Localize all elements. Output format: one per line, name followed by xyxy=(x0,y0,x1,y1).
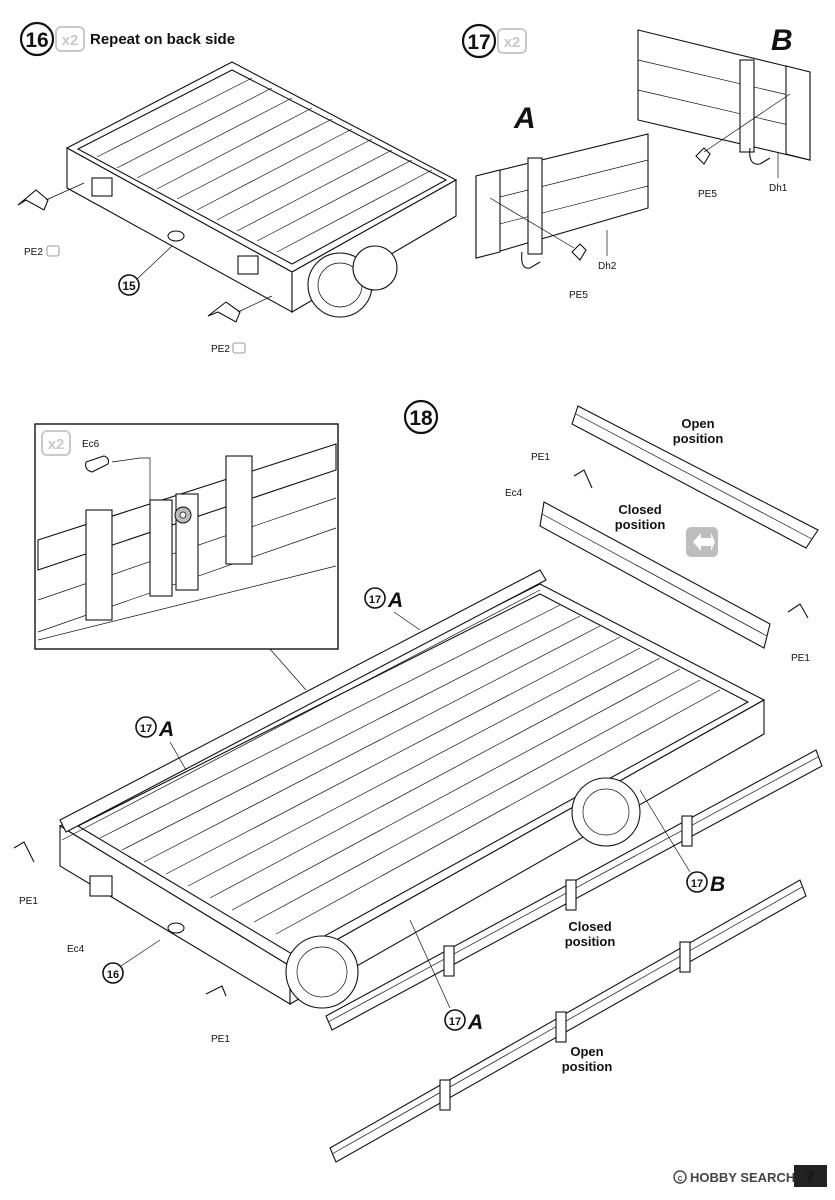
pe2-label-bottom: PE2 xyxy=(211,344,230,355)
end-board-open xyxy=(571,405,819,549)
pe2-part-top xyxy=(17,182,85,211)
pe2-part-bottom xyxy=(207,295,273,323)
step-17-qty: x2 xyxy=(504,34,521,51)
svg-text:17: 17 xyxy=(369,594,381,606)
step-18-qty: x2 xyxy=(48,436,65,453)
flatcar-main-drawing xyxy=(58,569,766,1009)
open-note-bottom-2: position xyxy=(562,1059,613,1074)
svg-text:A: A xyxy=(158,718,174,741)
pe1-label-right: PE1 xyxy=(791,653,810,664)
ec6-pin xyxy=(85,455,110,473)
dh1-label: Dh1 xyxy=(769,183,788,194)
step-17-qty-box xyxy=(497,28,527,54)
front-side-board-open xyxy=(329,879,807,1163)
pe5-part-a xyxy=(571,243,587,261)
step-17-badge xyxy=(461,23,497,59)
closed-note-bottom-1: Closed xyxy=(568,919,611,934)
hinge-plate-1 xyxy=(149,499,173,597)
end-board-closed xyxy=(539,501,771,649)
pe5-label-b: PE5 xyxy=(698,189,717,200)
footer: c HOBBY SEARCH 7 xyxy=(673,1165,827,1187)
wagon-underframe-drawing xyxy=(65,61,458,318)
open-note-bottom-1: Open xyxy=(570,1044,603,1059)
side-board-a xyxy=(475,133,649,269)
pe1-part-right xyxy=(787,603,809,619)
step-16: 16 x2 Repeat on back side xyxy=(17,21,458,355)
svg-text:16: 16 xyxy=(107,969,119,981)
open-note-top-2: position xyxy=(673,431,724,446)
pe1-label-bottom: PE1 xyxy=(211,1034,230,1045)
stanchion-1 xyxy=(85,509,113,621)
open-note-top-1: Open xyxy=(681,416,714,431)
ref-17a-bottom: 17 A xyxy=(409,919,483,1034)
svg-text:c: c xyxy=(678,1173,683,1183)
pe5-part-b xyxy=(695,147,711,165)
svg-text:17: 17 xyxy=(140,723,152,735)
page-number-box xyxy=(794,1165,827,1187)
swap-arrows-icon xyxy=(686,527,718,557)
step-16-instruction: Repeat on back side xyxy=(90,31,235,48)
ref-17a-top: 17 A xyxy=(364,587,421,631)
ec4-label-top: Ec4 xyxy=(505,488,523,499)
svg-text:17: 17 xyxy=(449,1016,461,1028)
step-18-qty-box xyxy=(41,430,71,456)
copyright-icon xyxy=(673,1170,687,1184)
pe1-label-top: PE1 xyxy=(531,452,550,463)
pe1-part-left xyxy=(13,841,35,863)
closed-note-top-2: position xyxy=(615,517,666,532)
closed-note-bottom-2: position xyxy=(565,934,616,949)
svg-text:17: 17 xyxy=(691,878,703,890)
inset-leader xyxy=(180,648,307,691)
ref-17b-right: 17 B xyxy=(639,789,725,896)
ec6-label: Ec6 xyxy=(82,439,100,450)
closed-note-top-1: Closed xyxy=(618,502,661,517)
svg-text:B: B xyxy=(710,873,725,896)
svg-text:A: A xyxy=(387,589,403,612)
page-number: 7 xyxy=(806,1168,814,1184)
step-16-number: 16 xyxy=(25,29,48,52)
ec4-label-left: Ec4 xyxy=(67,944,85,955)
step-18-number: 18 xyxy=(409,407,433,430)
step-18-badge xyxy=(403,399,439,435)
pe1-label-left: PE1 xyxy=(19,896,38,907)
pe5-label-a: PE5 xyxy=(569,290,588,301)
ref-16: 16 xyxy=(102,939,161,984)
step-16-qty: x2 xyxy=(62,32,79,49)
step-17-number: 17 xyxy=(467,31,490,54)
pe1-part-bottom xyxy=(205,985,227,997)
variant-a-title: A xyxy=(513,102,536,135)
ref-15: 15 xyxy=(122,279,136,293)
ref-17a-left: 17 A xyxy=(135,716,187,771)
step-17: 17 x2 A B PE5 Dh2 PE5 xyxy=(461,23,811,301)
ref-15-badge xyxy=(118,274,140,296)
pe2-label-top: PE2 xyxy=(24,247,43,258)
step-16-qty-box xyxy=(55,26,85,52)
pe1-part-top xyxy=(573,469,593,489)
front-side-board-closed xyxy=(325,749,823,1031)
dh2-label: Dh2 xyxy=(598,261,617,272)
watermark-text: HOBBY SEARCH xyxy=(690,1170,795,1185)
variant-b-title: B xyxy=(771,24,793,57)
stanchion-2 xyxy=(225,455,253,565)
svg-text:A: A xyxy=(467,1011,483,1034)
step-18: 18 x2 Ec6 xyxy=(13,399,823,1163)
photo-etch-icon xyxy=(232,342,246,354)
photo-etch-icon xyxy=(46,245,60,257)
step-16-badge xyxy=(19,21,55,57)
side-board-b xyxy=(637,29,811,165)
hinge-detail-inset: x2 Ec6 xyxy=(34,423,339,650)
